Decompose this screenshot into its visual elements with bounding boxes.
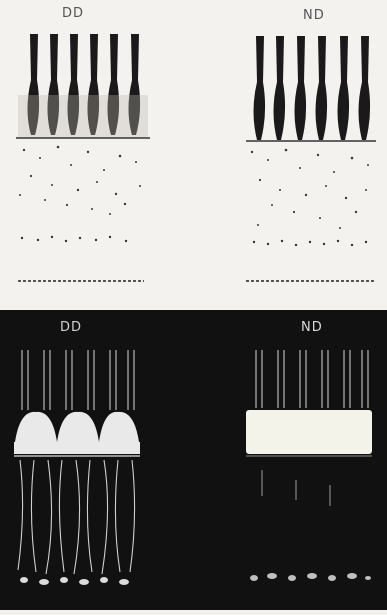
top-panel: DD ND — [0, 0, 387, 306]
nd-terminal-blobs — [250, 573, 371, 581]
nd-bright-layer — [246, 410, 372, 454]
nd-nuclear-speckle — [251, 149, 369, 229]
dd-lower-fibers — [18, 460, 135, 574]
dd-dot-row — [21, 236, 127, 242]
bottom-panel: DD ND — [0, 310, 387, 610]
dd-bright-layer — [14, 412, 140, 454]
top-illustration — [0, 0, 387, 306]
dd-stipple-band — [18, 95, 148, 137]
nd-dot-row — [253, 240, 367, 246]
dd-terminal-blobs — [20, 577, 129, 585]
nd-upper-fibers — [256, 350, 368, 408]
dd-upper-fibers — [22, 350, 134, 410]
bottom-illustration — [0, 310, 387, 610]
nd-photoreceptors — [254, 36, 371, 140]
dd-nuclear-speckle — [19, 146, 141, 215]
nd-sparse-fibers — [262, 470, 330, 506]
